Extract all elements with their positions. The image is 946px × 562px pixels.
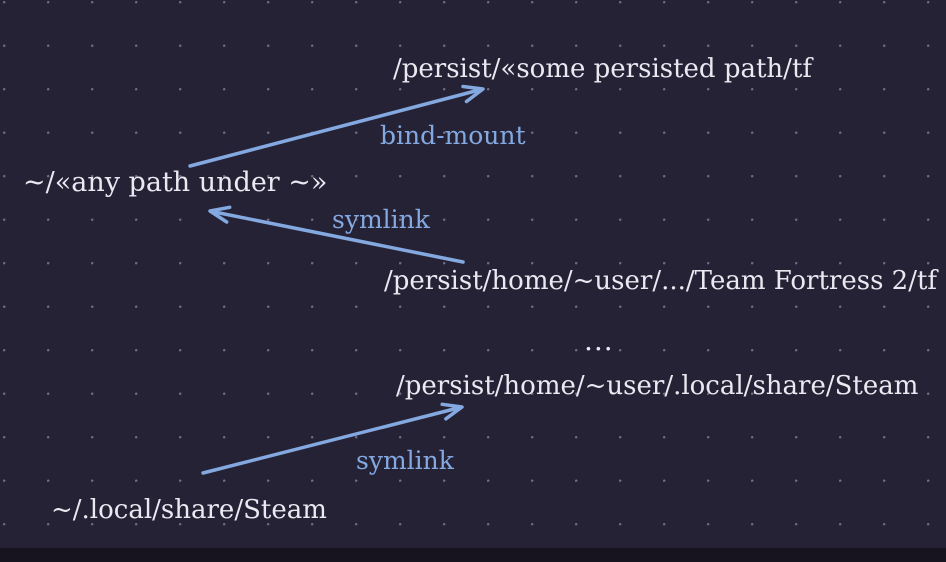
persist-generic-path-label: /persist/«some persisted path/tf xyxy=(393,54,813,84)
home-steam-path-label: ~/.local/share/Steam xyxy=(51,495,327,525)
ellipsis-label: ... xyxy=(584,324,614,357)
home-any-path-label: ~/«any path under ~» xyxy=(23,167,328,198)
bind-mount-arrow xyxy=(188,84,485,168)
bottom-edge-strip xyxy=(0,548,946,562)
bind-mount-edge-label: bind-mount xyxy=(380,121,526,150)
persist-tf-path-label: /persist/home/~user/.../Team Fortress 2/… xyxy=(384,266,938,296)
symlink-arrow-steam xyxy=(201,402,464,475)
symlink-tf-edge-label: symlink xyxy=(332,205,430,234)
persist-steam-path-label: /persist/home/~user/.local/share/Steam xyxy=(396,371,919,401)
symlink-arrow-tf xyxy=(208,205,465,264)
symlink-steam-edge-label: symlink xyxy=(356,446,454,475)
